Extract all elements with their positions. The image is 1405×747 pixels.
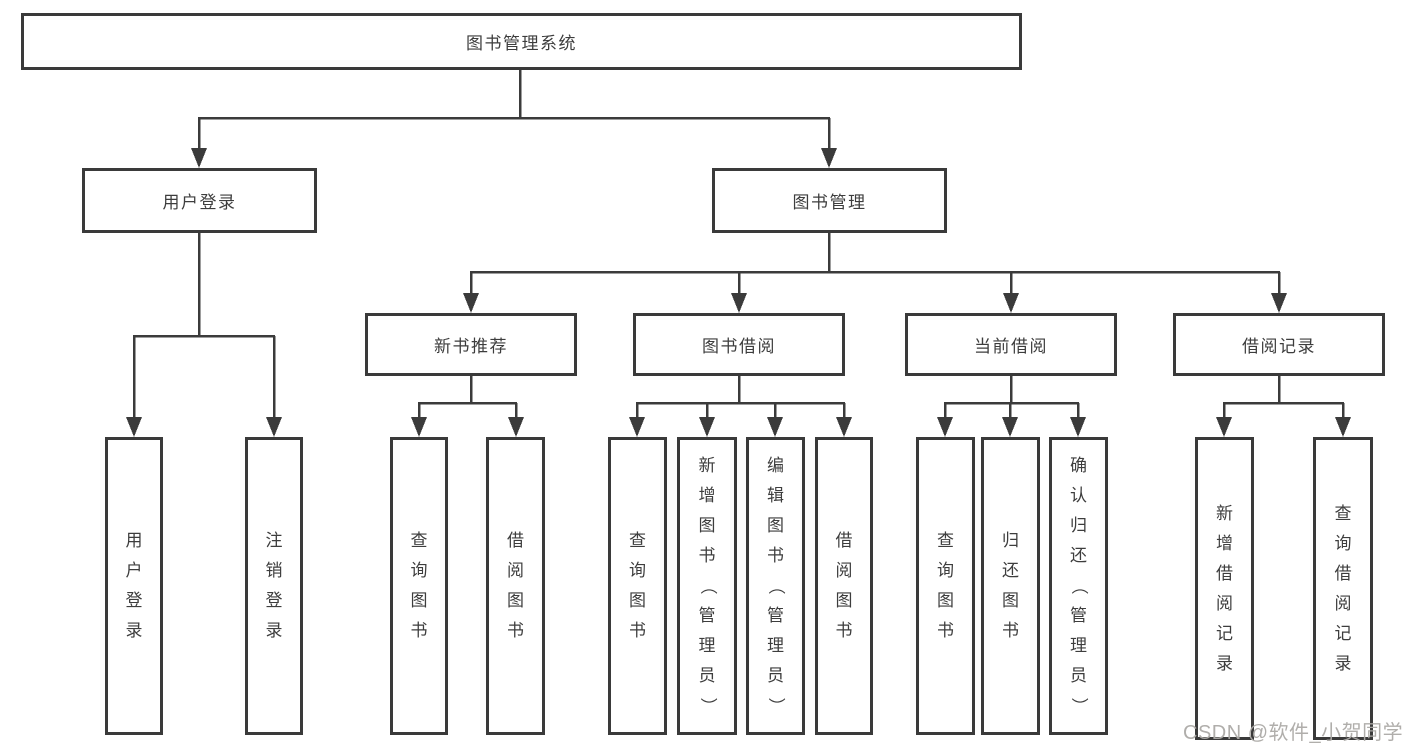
leaf-edit-book-admin: 编辑图书（管理员）: [746, 437, 805, 735]
node-borrow-record: 借阅记录: [1173, 313, 1385, 376]
leaf-query-borrow-record-label: 查询借阅记录: [1334, 503, 1352, 673]
node-new-book-recommend-label: 新书推荐: [434, 337, 508, 356]
leaf-query-book-1-label: 查询图书: [410, 531, 428, 640]
leaf-borrow-book-2-label: 借阅图书: [835, 531, 853, 640]
leaf-query-book-2-label: 查询图书: [629, 531, 646, 640]
node-book-management: 图书管理: [712, 168, 947, 233]
leaf-query-book-2: 查询图书: [608, 437, 667, 735]
leaf-borrow-book-1: 借阅图书: [486, 437, 545, 735]
leaf-query-book-3: 查询图书: [916, 437, 975, 735]
leaf-borrow-book-1-label: 借阅图书: [507, 531, 524, 640]
node-current-borrow: 当前借阅: [905, 313, 1117, 376]
node-new-book-recommend: 新书推荐: [365, 313, 577, 376]
csdn-watermark: CSDN @软件_小贺同学: [1183, 722, 1404, 744]
node-user-login-label: 用户登录: [162, 193, 237, 212]
leaf-borrow-book-2: 借阅图书: [815, 437, 873, 735]
leaf-confirm-return-admin: 确认归还（管理员）: [1049, 437, 1108, 735]
node-book-management-label: 图书管理: [792, 193, 867, 212]
node-root-label: 图书管理系统: [466, 34, 577, 53]
leaf-return-book: 归还图书: [981, 437, 1040, 735]
leaf-user-login: 用户登录: [105, 437, 163, 735]
leaf-confirm-return-admin-label: 确认归还（管理员）: [1069, 456, 1089, 715]
node-user-login: 用户登录: [82, 168, 317, 233]
leaf-logout: 注销登录: [245, 437, 303, 735]
node-borrow-record-label: 借阅记录: [1242, 337, 1316, 356]
leaf-user-login-label: 用户登录: [125, 531, 143, 640]
node-root-system: 图书管理系统: [21, 13, 1022, 70]
leaf-logout-label: 注销登录: [265, 531, 283, 640]
node-current-borrow-label: 当前借阅: [974, 337, 1048, 356]
leaf-add-book-admin-label: 新增图书（管理员）: [698, 456, 717, 715]
leaf-query-book-1: 查询图书: [390, 437, 448, 735]
node-book-borrow-label: 图书借阅: [702, 337, 776, 356]
leaf-add-borrow-record-label: 新增借阅记录: [1216, 503, 1233, 673]
leaf-query-book-3-label: 查询图书: [937, 531, 954, 640]
leaf-add-borrow-record: 新增借阅记录: [1195, 437, 1254, 740]
leaf-return-book-label: 归还图书: [1002, 531, 1019, 640]
leaf-add-book-admin: 新增图书（管理员）: [677, 437, 737, 735]
leaf-query-borrow-record: 查询借阅记录: [1313, 437, 1373, 740]
node-book-borrow: 图书借阅: [633, 313, 845, 376]
leaf-edit-book-admin-label: 编辑图书（管理员）: [766, 456, 786, 715]
